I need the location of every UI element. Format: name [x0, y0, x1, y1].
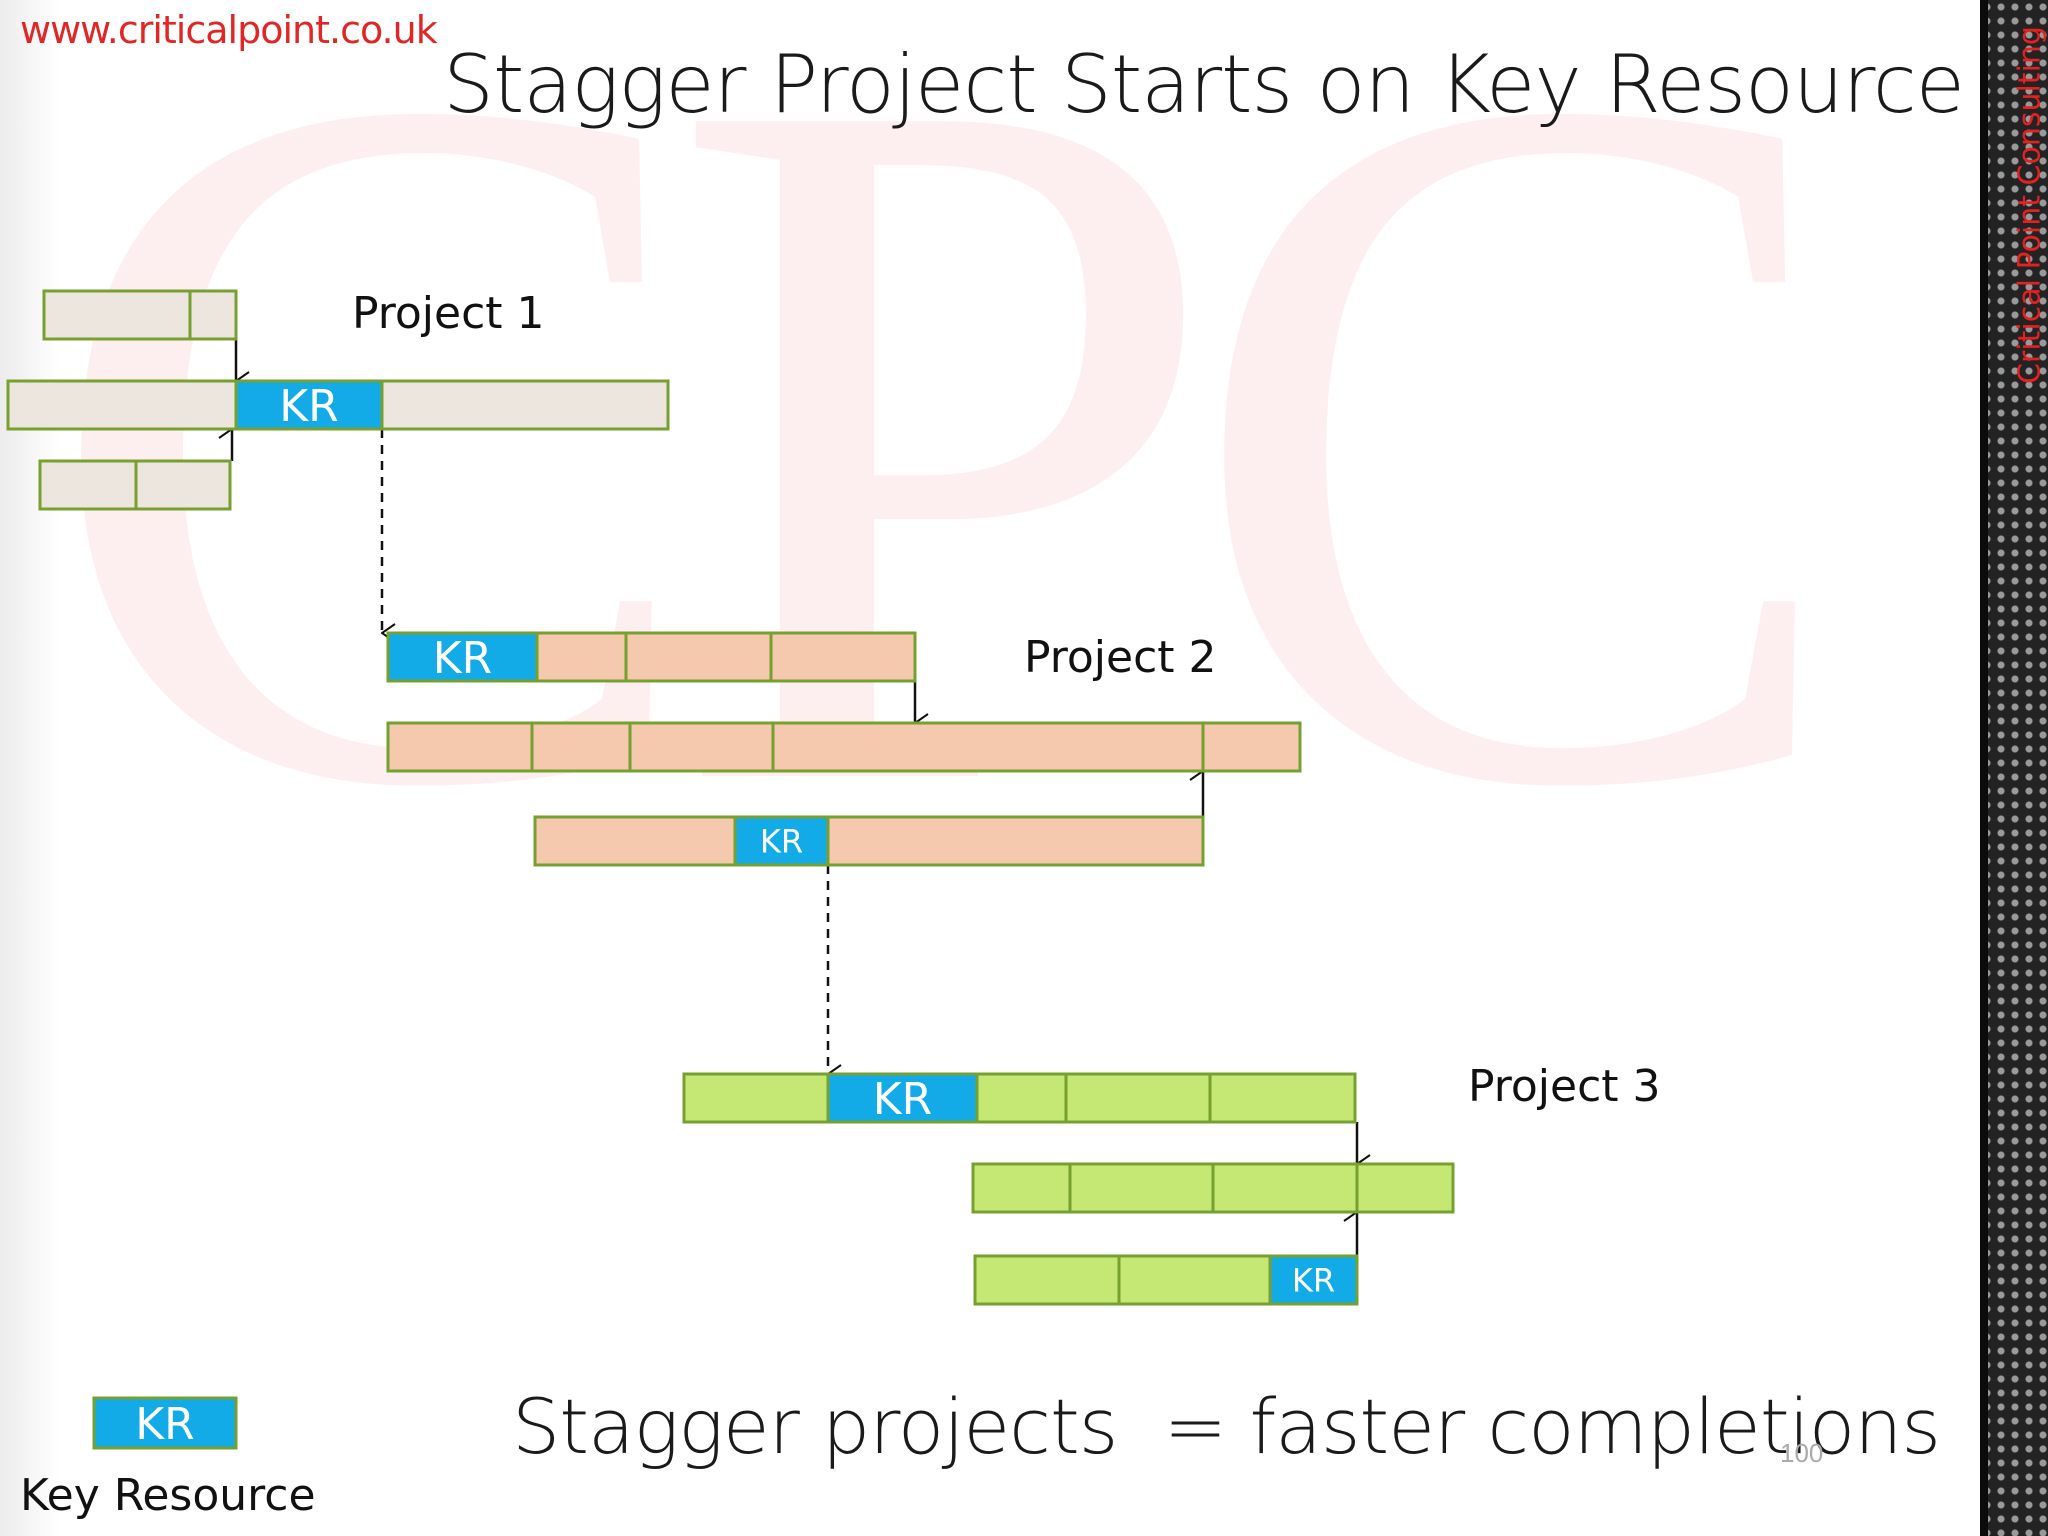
task-segment [975, 1072, 1068, 1124]
tagline: Stagger projects = faster completions [511, 1382, 1941, 1471]
task-segment [624, 631, 773, 683]
task-segment [1117, 1254, 1272, 1306]
kr-segment [386, 631, 539, 683]
cpc-watermark: CPC [40, 0, 1850, 993]
legend-kr-box [92, 1396, 238, 1450]
kr-label: KR [433, 633, 492, 684]
side-band [1980, 0, 2048, 1536]
connectors [232, 339, 1357, 1256]
left-fade [0, 0, 60, 1536]
kr-segment [733, 815, 830, 867]
task-segment [1211, 1162, 1359, 1214]
task-segment [1208, 1072, 1357, 1124]
task-segment [1201, 721, 1302, 773]
task-segment [6, 379, 238, 431]
task-segment [769, 631, 917, 683]
kr-label: KR [873, 1074, 932, 1125]
bars: KR KR KR KR KR KR [6, 289, 1455, 1450]
task-segment [38, 459, 138, 511]
kr-label: KR [279, 381, 338, 432]
task-segment [533, 815, 737, 867]
kr-label: KR [1292, 1262, 1335, 1300]
legend-key-resource-label: Key Resource [20, 1470, 316, 1521]
kr-segment [826, 1072, 979, 1124]
kr-segment [1268, 1254, 1359, 1306]
kr-label: KR [760, 823, 803, 861]
task-segment [973, 1254, 1121, 1306]
task-segment [1068, 1162, 1215, 1214]
task-segment [826, 815, 1205, 867]
project-1-label: Project 1 [352, 288, 545, 339]
task-segment [682, 1072, 830, 1124]
task-segment [380, 379, 670, 431]
task-segment [530, 721, 632, 773]
task-segment [771, 721, 1205, 773]
task-segment [628, 721, 775, 773]
task-segment [535, 631, 628, 683]
task-segment [1064, 1072, 1212, 1124]
side-brand-label: Critical Point Consulting [2012, 26, 2048, 384]
task-segment [134, 459, 232, 511]
project-3-label: Project 3 [1468, 1061, 1661, 1112]
task-segment [971, 1162, 1072, 1214]
page-number: 100 [1780, 1438, 1824, 1468]
project-2-label: Project 2 [1024, 632, 1217, 683]
task-segment [1355, 1162, 1455, 1214]
task-segment [188, 289, 238, 341]
task-segment [42, 289, 192, 341]
site-url: www.criticalpoint.co.uk [20, 8, 438, 52]
page-title: Stagger Project Starts on Key Resource [443, 38, 1965, 131]
legend-kr-label: KR [135, 1399, 194, 1450]
task-segment [386, 721, 534, 773]
